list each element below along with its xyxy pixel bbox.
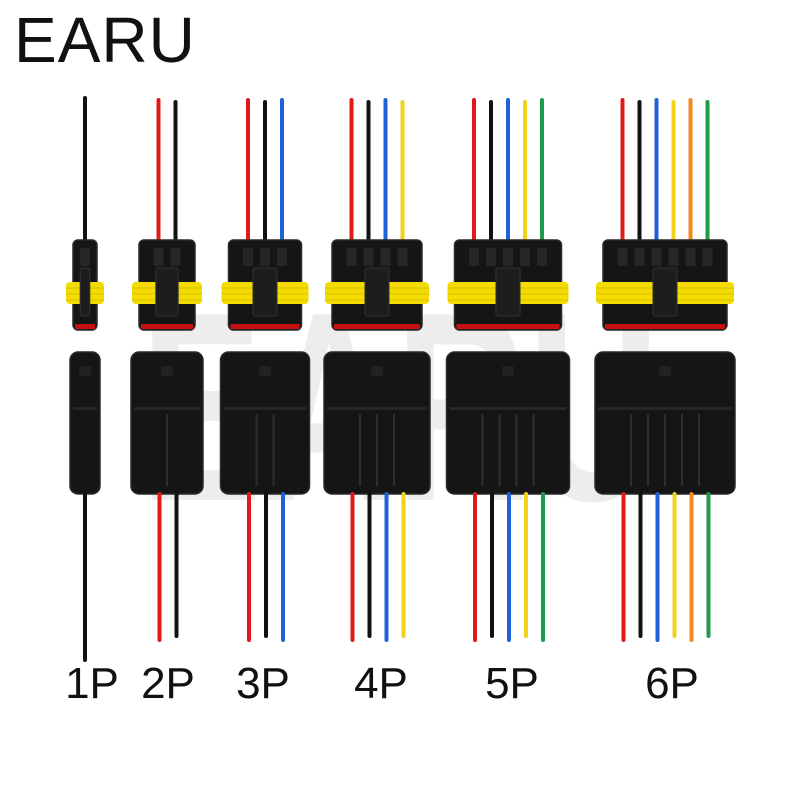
red-gasket xyxy=(334,324,420,329)
male-latch-tab xyxy=(502,366,514,376)
cavity xyxy=(702,248,713,266)
connector-label-5p: 5P xyxy=(485,659,539,708)
connector-label-3p: 3P xyxy=(236,659,290,708)
latch xyxy=(155,267,179,317)
connector-5p xyxy=(445,98,571,642)
cavity xyxy=(380,248,391,266)
housing-step xyxy=(223,407,307,410)
cavity xyxy=(486,248,496,266)
cavity xyxy=(346,248,357,266)
connector-label-6p: 6P xyxy=(645,659,699,708)
cavity xyxy=(363,248,374,266)
cavity xyxy=(397,248,408,266)
cavity xyxy=(685,248,696,266)
male-latch-tab xyxy=(79,366,91,376)
cavity xyxy=(668,248,679,266)
connector-6p xyxy=(594,98,736,642)
housing-step xyxy=(327,407,427,410)
latch xyxy=(252,267,278,317)
red-gasket xyxy=(230,324,300,329)
male-latch-tab xyxy=(371,366,383,376)
male-latch-tab xyxy=(659,366,671,376)
housing-step xyxy=(134,407,200,410)
connector-label-1p: 1P xyxy=(65,659,119,708)
cavity xyxy=(153,248,164,266)
red-gasket xyxy=(141,324,193,329)
brand-logo: EARU xyxy=(14,4,196,76)
red-gasket xyxy=(75,324,95,329)
cavity xyxy=(80,248,90,266)
cavity xyxy=(277,248,287,266)
cavity xyxy=(651,248,662,266)
cavity xyxy=(469,248,479,266)
cavity xyxy=(634,248,645,266)
housing-step xyxy=(598,407,732,410)
cavity xyxy=(617,248,628,266)
cavity xyxy=(260,248,270,266)
red-gasket xyxy=(605,324,725,329)
cavity xyxy=(520,248,530,266)
latch xyxy=(652,267,678,317)
connector-label-2p: 2P xyxy=(141,659,195,708)
latch xyxy=(495,267,521,317)
housing-step xyxy=(73,407,97,410)
male-latch-tab xyxy=(259,366,271,376)
connector-2p xyxy=(130,98,204,642)
latch xyxy=(364,267,390,317)
cavity xyxy=(170,248,181,266)
cavity xyxy=(537,248,547,266)
connector-1p xyxy=(66,96,104,662)
housing-step xyxy=(449,407,567,410)
connector-label-4p: 4P xyxy=(354,659,408,708)
connector-3p xyxy=(219,98,311,642)
cavity xyxy=(503,248,513,266)
cavity xyxy=(243,248,253,266)
red-gasket xyxy=(456,324,560,329)
latch xyxy=(79,267,91,317)
male-latch-tab xyxy=(161,366,173,376)
connector-4p xyxy=(323,98,431,642)
